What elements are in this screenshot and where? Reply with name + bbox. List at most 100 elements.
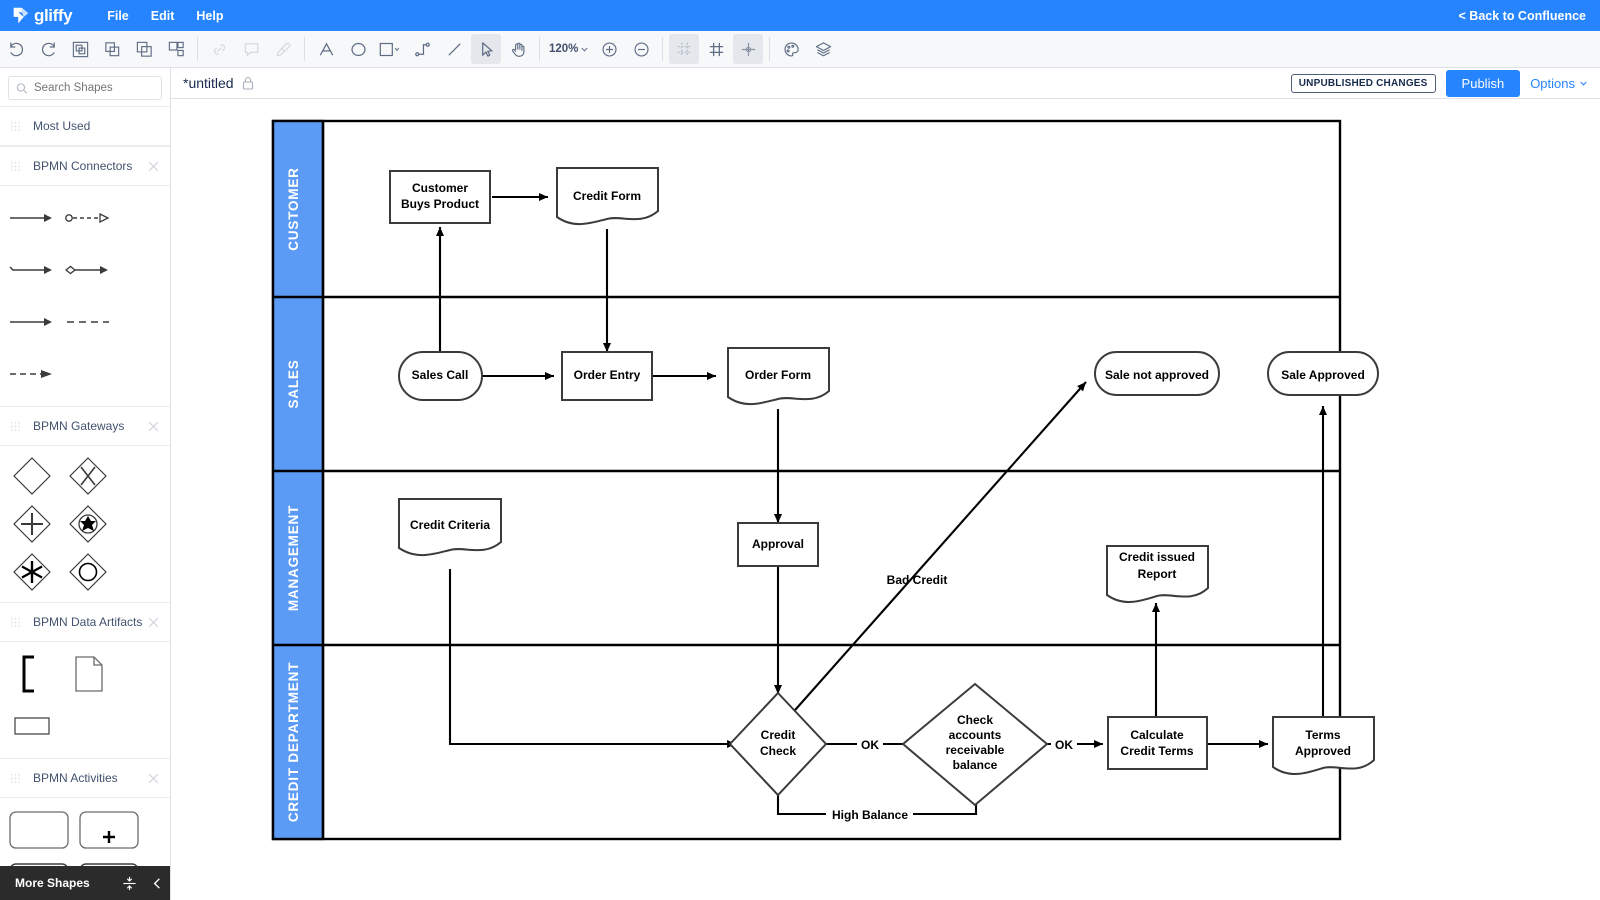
- node-customer-buys-product[interactable]: Customer Buys Product: [389, 170, 491, 224]
- duplicate-icon[interactable]: [129, 34, 159, 64]
- group-icon[interactable]: [65, 34, 95, 64]
- shape-gateway-complex-asterisk[interactable]: [4, 548, 60, 596]
- rectangle-icon[interactable]: [375, 34, 405, 64]
- panel-most-used[interactable]: Most Used: [0, 106, 170, 146]
- node-sale-not-approved[interactable]: Sale not approved: [1094, 351, 1220, 396]
- arrange-icon[interactable]: [161, 34, 191, 64]
- toolbar-group-grid: [668, 31, 764, 68]
- node-label: Credit: [761, 728, 796, 742]
- pointer-icon[interactable]: [471, 34, 501, 64]
- lock-icon[interactable]: [242, 76, 254, 90]
- diagram-canvas[interactable]: CUSTOMER SALES MANAGEMENT CREDIT DEPARTM…: [171, 99, 1600, 900]
- node-terms-approved[interactable]: Terms Approved: [1272, 716, 1375, 775]
- search-box[interactable]: [8, 76, 162, 100]
- node-check-accounts[interactable]: Check accounts receivable balance: [901, 682, 1049, 807]
- panel-title: BPMN Data Artifacts: [33, 615, 143, 629]
- close-icon[interactable]: [147, 420, 160, 433]
- hand-icon[interactable]: [503, 34, 533, 64]
- zoom-level-selector[interactable]: 120%: [545, 43, 593, 55]
- node-label: Approved: [1295, 744, 1351, 758]
- text-icon[interactable]: [311, 34, 341, 64]
- zoom-out-icon[interactable]: [626, 34, 656, 64]
- back-to-confluence-link[interactable]: < Back to Confluence: [1458, 8, 1586, 23]
- panel-bpmn-gateways[interactable]: BPMN Gateways: [0, 406, 170, 446]
- node-order-entry[interactable]: Order Entry: [561, 351, 653, 401]
- close-icon[interactable]: [147, 616, 160, 629]
- node-sales-call[interactable]: Sales Call: [398, 351, 483, 401]
- collapse-expand-icon[interactable]: [115, 866, 143, 900]
- shape-dashed-arrow-connector[interactable]: [4, 348, 60, 400]
- shape-task-subprocess-plus[interactable]: [74, 804, 144, 856]
- search-input[interactable]: [34, 82, 154, 94]
- node-credit-check[interactable]: Credit Check: [728, 691, 828, 797]
- zoom-level-value: 120%: [549, 43, 579, 55]
- close-icon[interactable]: [147, 772, 160, 785]
- gliffy-logo-icon: [13, 7, 29, 23]
- copy-icon[interactable]: [97, 34, 127, 64]
- menu-edit[interactable]: Edit: [150, 8, 175, 23]
- more-shapes-footer[interactable]: More Shapes: [0, 866, 170, 900]
- node-order-form[interactable]: Order Form: [727, 347, 830, 405]
- elbow-connector-icon[interactable]: [407, 34, 437, 64]
- menu-help[interactable]: Help: [196, 8, 224, 23]
- node-sale-approved[interactable]: Sale Approved: [1267, 351, 1379, 396]
- zoom-in-icon[interactable]: [594, 34, 624, 64]
- undo-icon[interactable]: [1, 34, 31, 64]
- shape-gateway-event-based-multiple[interactable]: [60, 500, 116, 548]
- shape-tailed-solid-arrow-connector[interactable]: [4, 244, 60, 296]
- shape-gateway-parallel-plus[interactable]: [4, 500, 60, 548]
- comment-icon[interactable]: [236, 34, 266, 64]
- edge-label-ok-1: OK: [861, 738, 879, 752]
- node-approval[interactable]: Approval: [737, 522, 819, 567]
- shape-task-rounded[interactable]: [4, 804, 74, 856]
- shape-data-object-artifact[interactable]: [60, 648, 116, 700]
- grid-icon[interactable]: [701, 34, 731, 64]
- swimlane-credit-department-label: CREDIT DEPARTMENT: [286, 662, 301, 822]
- gliffy-logo[interactable]: gliffy: [10, 5, 73, 27]
- panel-bpmn-connectors[interactable]: BPMN Connectors: [0, 146, 170, 186]
- close-icon[interactable]: [147, 160, 160, 173]
- shape-gateway-exclusive-plain[interactable]: [4, 452, 60, 500]
- shape-circle-dashed-open-arrow-connector[interactable]: [60, 192, 116, 244]
- redo-icon[interactable]: [33, 34, 63, 64]
- shape-dashed-line-connector[interactable]: [60, 296, 116, 348]
- options-button[interactable]: Options: [1530, 76, 1588, 91]
- node-label: Terms: [1305, 728, 1340, 742]
- node-credit-form[interactable]: Credit Form: [556, 167, 659, 225]
- node-label: Order Entry: [574, 368, 641, 382]
- ellipse-icon[interactable]: [343, 34, 373, 64]
- more-shapes-label: More Shapes: [15, 876, 90, 890]
- eyedropper-icon[interactable]: [268, 34, 298, 64]
- shape-diamond-solid-arrow-connector[interactable]: [60, 244, 116, 296]
- search-icon: [16, 82, 28, 94]
- shape-data-store-artifact[interactable]: [4, 700, 60, 752]
- layers-icon[interactable]: [808, 34, 838, 64]
- grid-dotted-icon[interactable]: [669, 34, 700, 64]
- bpmn-swimlane-diagram: CUSTOMER SALES MANAGEMENT CREDIT DEPARTM…: [271, 119, 1379, 841]
- node-label: balance: [953, 758, 998, 772]
- drag-handle-icon: [11, 773, 20, 783]
- node-label: Sale Approved: [1281, 368, 1365, 382]
- chevron-left-icon[interactable]: [143, 866, 170, 900]
- node-credit-issued-report[interactable]: Credit issued Report: [1106, 545, 1209, 603]
- palette-icon[interactable]: [776, 34, 806, 64]
- shape-gateway-exclusive-x[interactable]: [60, 452, 116, 500]
- link-icon[interactable]: [204, 34, 234, 64]
- straight-line-icon[interactable]: [439, 34, 469, 64]
- shape-gateway-event-based-circle[interactable]: [60, 548, 116, 596]
- node-credit-criteria[interactable]: Credit Criteria: [398, 498, 502, 556]
- node-label: accounts: [949, 728, 1002, 742]
- panel-bpmn-activities[interactable]: BPMN Activities: [0, 758, 170, 798]
- menu-file[interactable]: File: [107, 8, 129, 23]
- shape-solid-arrow-connector[interactable]: [4, 192, 60, 244]
- node-calculate-credit-terms[interactable]: Calculate Credit Terms: [1107, 716, 1208, 770]
- crosshair-icon[interactable]: [733, 34, 764, 64]
- document-title[interactable]: *untitled: [183, 75, 234, 91]
- publish-button[interactable]: Publish: [1445, 69, 1521, 97]
- panel-bpmn-data-artifacts[interactable]: BPMN Data Artifacts: [0, 602, 170, 642]
- panel-title: Most Used: [33, 119, 91, 133]
- shape-grid-connectors: [0, 186, 170, 406]
- shape-plain-solid-arrow-connector[interactable]: [4, 296, 60, 348]
- panel-title: BPMN Gateways: [33, 419, 125, 433]
- shape-group-bracket-artifact[interactable]: [4, 648, 60, 700]
